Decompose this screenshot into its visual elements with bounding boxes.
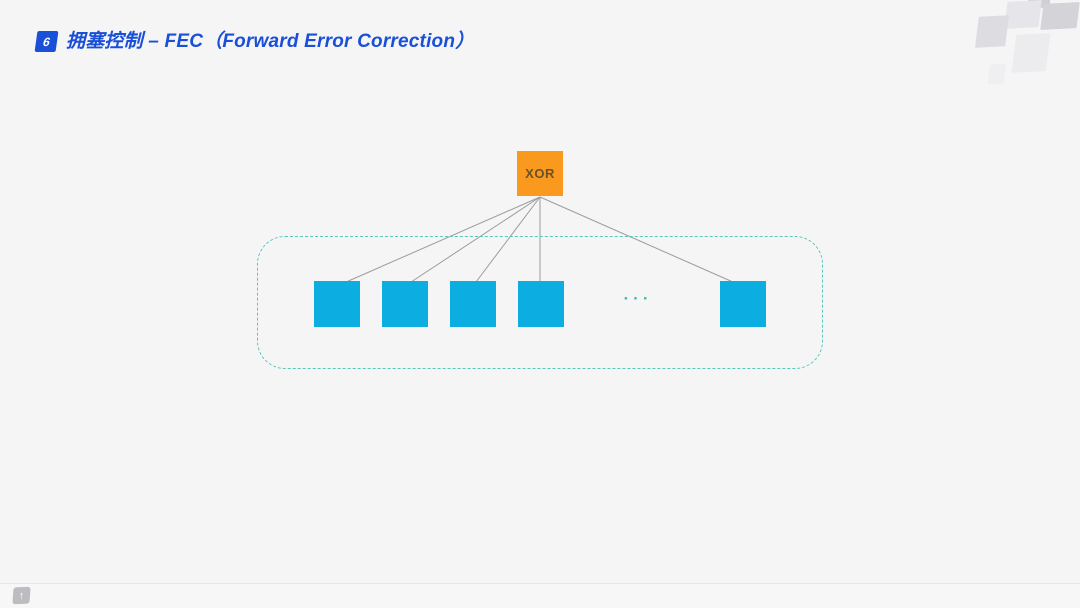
packet-square (382, 281, 428, 327)
footer-area (0, 584, 1080, 608)
packet-square (450, 281, 496, 327)
connector-line (539, 196, 743, 287)
xor-node: XOR (517, 151, 563, 196)
up-arrow-logo-icon: ↑ (12, 586, 31, 605)
packet-square (314, 281, 360, 327)
page-title: 拥塞控制 – FEC（Forward Error Correction） (66, 31, 475, 52)
connector-line (472, 196, 541, 287)
ellipsis: ··· (623, 289, 653, 308)
connector-line (404, 196, 541, 287)
slide-header: 6 拥塞控制 – FEC（Forward Error Correction） (34, 30, 475, 53)
footer-divider (0, 583, 1080, 584)
packet-square (518, 281, 564, 327)
packet-square (720, 281, 766, 327)
packet-group-box (257, 236, 823, 369)
connector-line (336, 196, 541, 287)
packet-row (314, 281, 564, 327)
packet-row-right (720, 281, 766, 327)
